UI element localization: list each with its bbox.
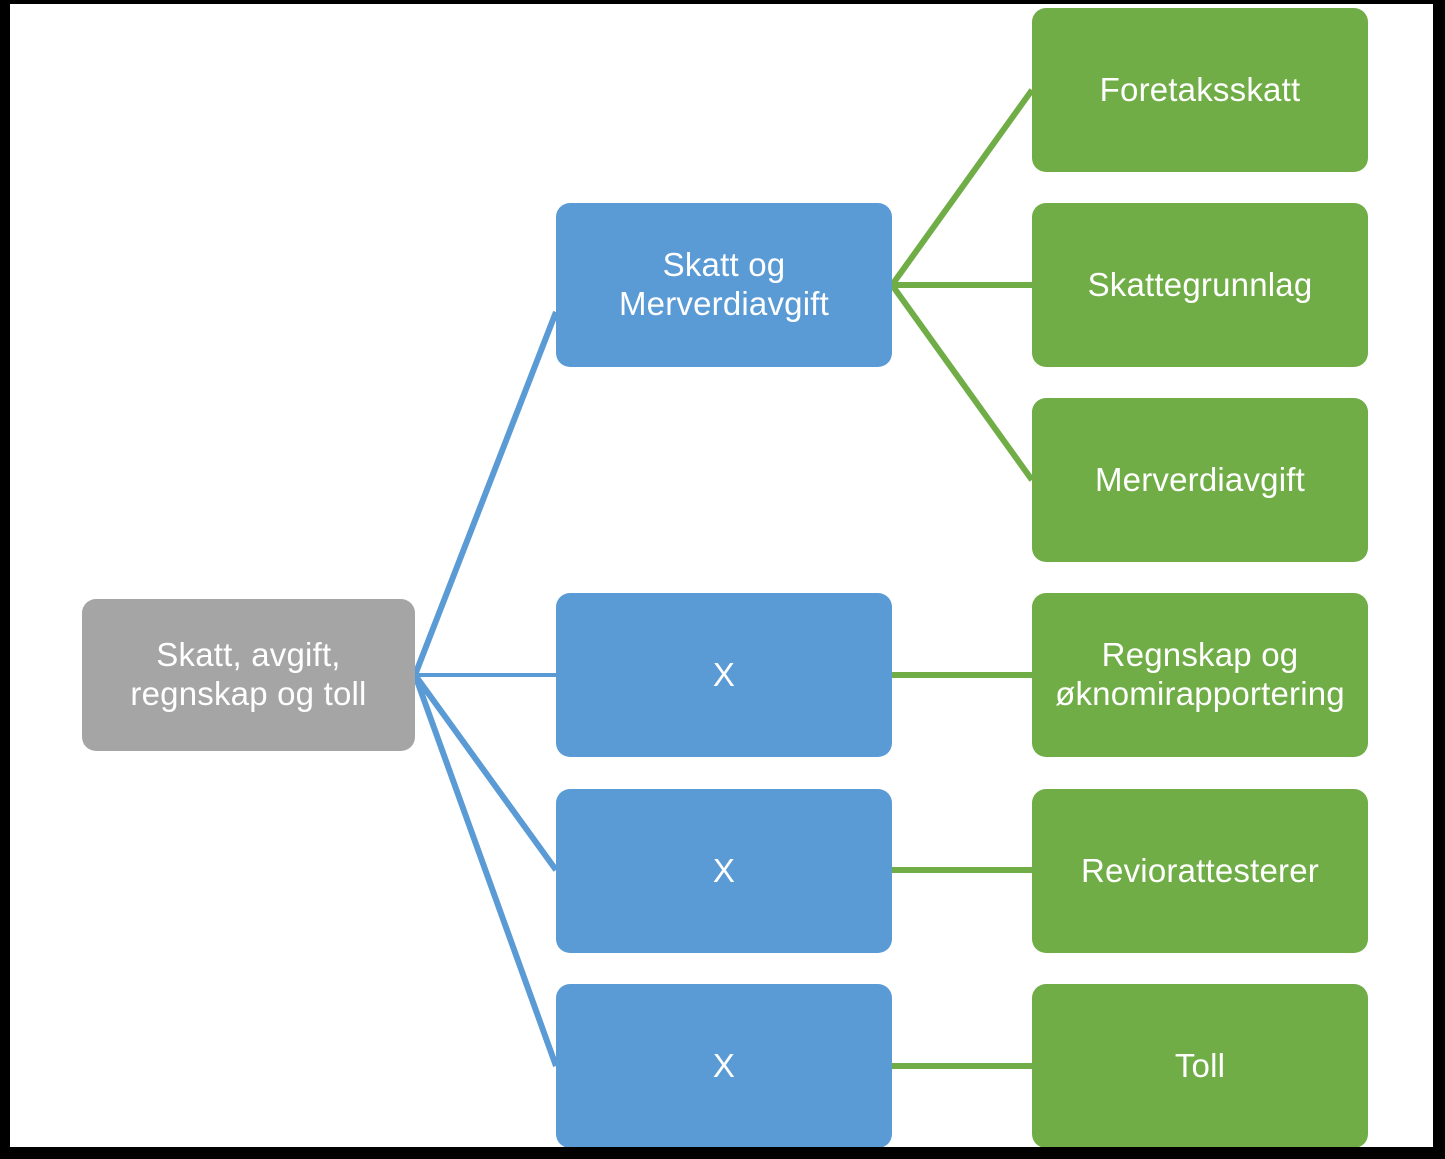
node-leaf-merverdiavgift[interactable]: Merverdiavgift <box>1032 398 1368 562</box>
branch-to-leaf-connectors <box>889 88 1035 1069</box>
diagram-surface: Skatt, avgift, regnskap og toll Skatt og… <box>10 4 1433 1147</box>
connector-root-branch-4 <box>412 673 559 1068</box>
connector-root-branch-3 <box>412 673 559 872</box>
node-leaf-reviorattesterer[interactable]: Reviorattesterer <box>1032 789 1368 953</box>
node-branch-x-1[interactable]: X <box>556 593 892 757</box>
node-leaf-skattegrunnlag[interactable]: Skattegrunnlag <box>1032 203 1368 367</box>
connector-branch1-leaf-merverdiavgift <box>889 283 1035 482</box>
node-root[interactable]: Skatt, avgift, regnskap og toll <box>82 599 415 751</box>
connector-branch1-leaf-foretaksskatt <box>889 88 1035 287</box>
node-leaf-foretaksskatt[interactable]: Foretaksskatt <box>1032 8 1368 172</box>
node-branch-x-2[interactable]: X <box>556 789 892 953</box>
node-branch-x-3[interactable]: X <box>556 984 892 1147</box>
root-to-branch-connectors <box>412 310 559 1068</box>
node-branch-skatt-og-merverdiavgift[interactable]: Skatt og Merverdiavgift <box>556 203 892 367</box>
node-leaf-toll[interactable]: Toll <box>1032 984 1368 1147</box>
connector-root-branch-1 <box>412 310 559 677</box>
node-leaf-regnskap-og-oknomirapportering[interactable]: Regnskap og øknomirapportering <box>1032 593 1368 757</box>
connector-lines <box>412 88 1035 1069</box>
